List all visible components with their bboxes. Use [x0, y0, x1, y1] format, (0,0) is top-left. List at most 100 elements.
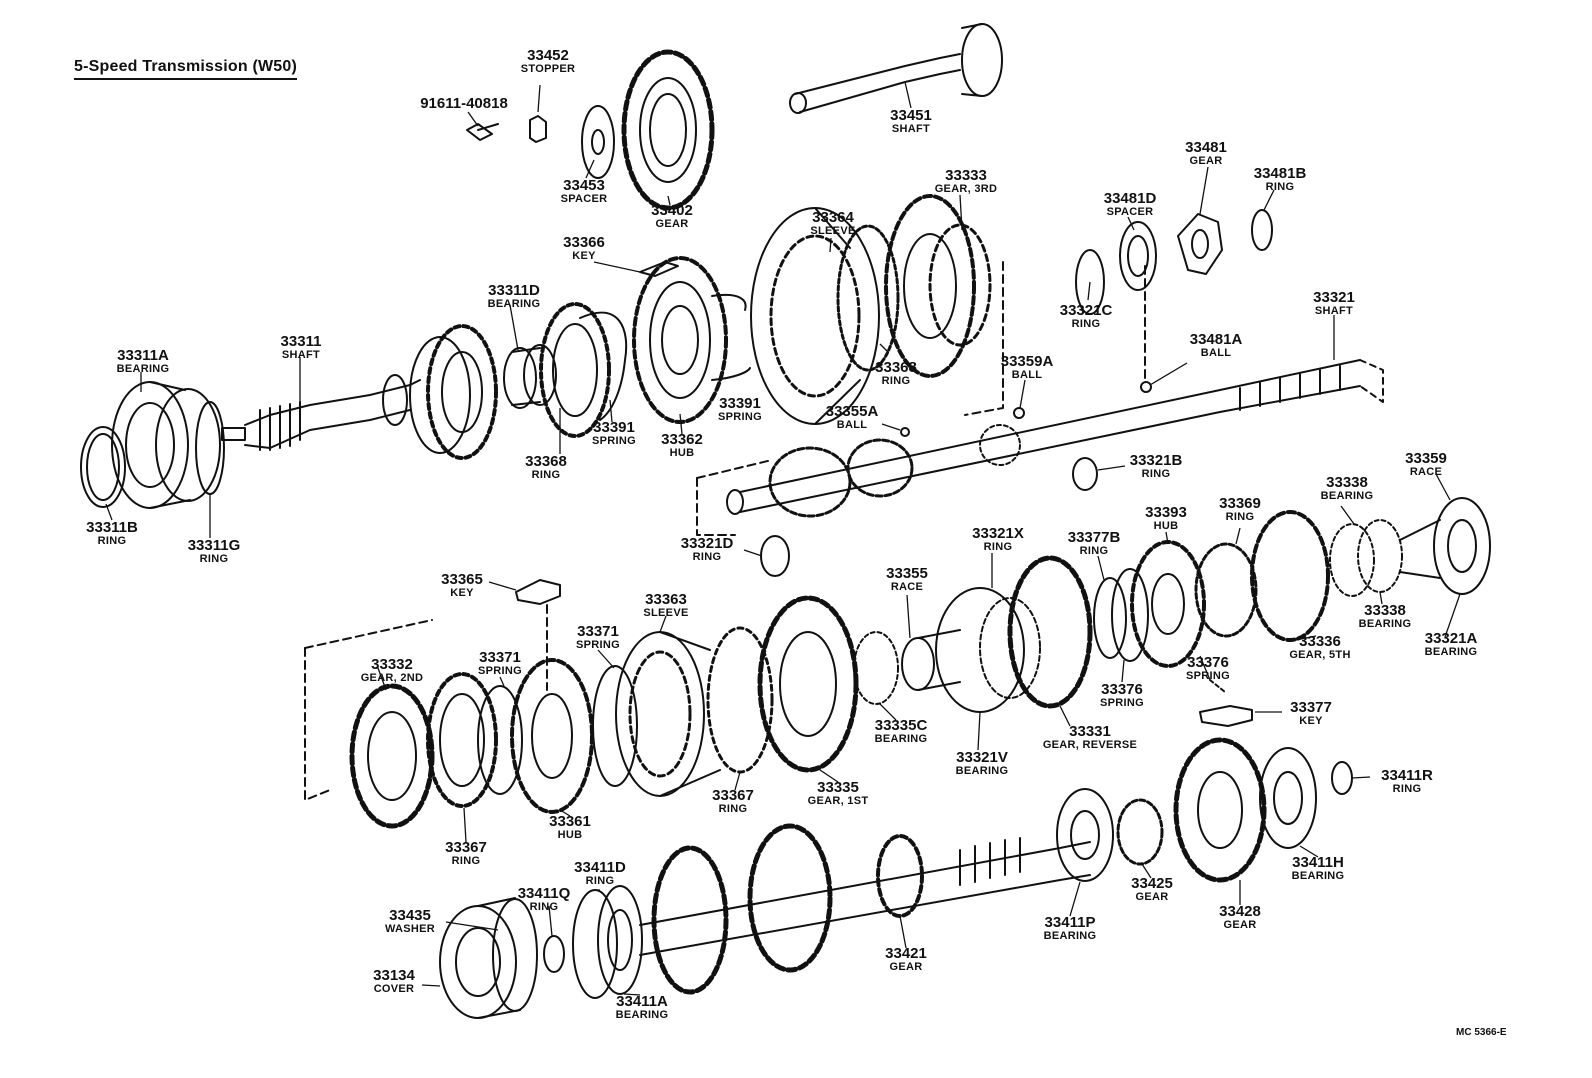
- callout-33331: 33331 GEAR, REVERSE: [1043, 724, 1137, 751]
- part-name: RING: [881, 375, 911, 387]
- callout-33134: 33134 COVER: [373, 968, 415, 995]
- callout-33338-upper: 33338 BEARING: [1321, 475, 1374, 502]
- part-name: SPRING: [592, 435, 636, 447]
- callout-33366: 33366 KEY: [563, 235, 605, 262]
- part-name: BALL: [836, 419, 868, 431]
- part-number: 33411H: [1292, 854, 1344, 871]
- part-number: 33411P: [1044, 914, 1096, 931]
- part-number: 33365: [441, 571, 483, 588]
- callout-33377B: 33377B RING: [1068, 530, 1121, 557]
- part-name: RACE: [890, 581, 924, 593]
- callout-33336: 33336 GEAR, 5TH: [1289, 634, 1350, 661]
- callout-33355A: 33355A BALL: [826, 404, 879, 431]
- part-name: STOPPER: [520, 63, 576, 75]
- part-number: 33411A: [616, 993, 668, 1010]
- part-name: RING: [531, 469, 561, 481]
- part-number: 33321V: [956, 749, 1008, 766]
- callout-33365: 33365 KEY: [441, 572, 483, 599]
- part-name: HUB: [669, 447, 695, 459]
- callout-33311G: 33311G RING: [188, 538, 241, 565]
- part-number: 33361: [549, 813, 591, 830]
- part-name: GEAR: [1189, 155, 1223, 167]
- part-number: 33391: [593, 419, 635, 436]
- part-name: SHAFT: [281, 349, 321, 361]
- part-name: HUB: [557, 829, 583, 841]
- part-number: 33364: [812, 209, 854, 226]
- part-number: 33368: [525, 453, 567, 470]
- part-name: GEAR: [655, 218, 689, 230]
- callout-33481A: 33481A BALL: [1190, 332, 1243, 359]
- part-number: 33366: [563, 234, 605, 251]
- part-number: 33311G: [187, 537, 241, 554]
- part-number: 33481A: [1189, 331, 1243, 348]
- part-name: RING: [1141, 468, 1171, 480]
- part-name: RING: [529, 901, 559, 913]
- part-name: BEARING: [1358, 618, 1412, 630]
- callout-33411R: 33411R RING: [1381, 768, 1433, 795]
- part-name: RING: [1225, 511, 1255, 523]
- part-name: BEARING: [1424, 646, 1478, 658]
- output-shaft: [696, 359, 1384, 577]
- part-number: 33368: [875, 359, 917, 376]
- part-number: 33453: [563, 177, 605, 194]
- callout-33411A: 33411A BEARING: [616, 994, 669, 1021]
- part-number: 33367: [445, 839, 487, 856]
- callout-33411Q: 33411Q RING: [518, 886, 571, 913]
- callout-33321D: 33321D RING: [681, 536, 734, 563]
- callout-33311A: 33311A BEARING: [117, 348, 170, 375]
- part-name: RING: [692, 551, 722, 563]
- part-number: 33363: [645, 591, 687, 608]
- part-name: GEAR, REVERSE: [1042, 739, 1138, 751]
- part-name: RING: [199, 553, 229, 565]
- callout-33359: 33359 RACE: [1405, 451, 1447, 478]
- part-number: 33362: [661, 431, 703, 448]
- part-name: WASHER: [384, 923, 436, 935]
- part-name: RING: [1392, 783, 1422, 795]
- callout-33321V: 33321V BEARING: [956, 750, 1009, 777]
- part-name: BEARING: [487, 298, 541, 310]
- callout-33338-lower: 33338 BEARING: [1359, 603, 1412, 630]
- part-number: 33311A: [117, 347, 169, 364]
- part-name: BEARING: [116, 363, 170, 375]
- part-name: SPRING: [1100, 697, 1144, 709]
- callout-33391-left: 33391 SPRING: [592, 420, 636, 447]
- part-number: 33359A: [1000, 353, 1054, 370]
- callout-33452: 33452 STOPPER: [521, 48, 575, 75]
- callout-33376-lower: 33376 SPRING: [1100, 682, 1144, 709]
- part-name: SHAFT: [1314, 305, 1354, 317]
- counter-drive-group: [466, 23, 1273, 437]
- part-number: 33451: [890, 107, 932, 124]
- part-number: 33411R: [1381, 767, 1433, 784]
- part-name: BEARING: [615, 1009, 669, 1021]
- part-number: 33367: [712, 787, 754, 804]
- part-number: 33359: [1405, 450, 1447, 467]
- part-name: RING: [983, 541, 1013, 553]
- part-number: 33134: [373, 967, 415, 984]
- part-name: SLEEVE: [643, 607, 689, 619]
- callout-33367-right: 33367 RING: [712, 788, 754, 815]
- part-name: BEARING: [1291, 870, 1345, 882]
- counter-shaft-assembly: [439, 737, 1353, 1019]
- part-number: 33376: [1101, 681, 1143, 698]
- part-name: SPRING: [1186, 670, 1230, 682]
- part-number: 33336: [1299, 633, 1341, 650]
- callout-33411H: 33411H BEARING: [1292, 855, 1345, 882]
- part-number: 33421: [885, 945, 927, 962]
- part-number: 33481B: [1253, 165, 1307, 182]
- part-number: 33481: [1185, 139, 1227, 156]
- callout-33311B: 33311B RING: [86, 520, 138, 547]
- part-name: RING: [451, 855, 481, 867]
- part-name: RING: [718, 803, 748, 815]
- callout-33311: 33311 SHAFT: [281, 334, 322, 361]
- part-name: GEAR, 1ST: [807, 795, 869, 807]
- callout-33411P: 33411P BEARING: [1044, 915, 1097, 942]
- callout-33402: 33402 GEAR: [651, 203, 693, 230]
- diagram-title: 5-Speed Transmission (W50): [74, 58, 298, 80]
- part-name: RACE: [1409, 466, 1443, 478]
- part-number: 33321A: [1424, 630, 1478, 647]
- callout-33391-right: 33391 SPRING: [718, 396, 762, 423]
- part-number: 33338: [1326, 474, 1368, 491]
- part-name: KEY: [572, 250, 596, 262]
- callout-33362: 33362 HUB: [661, 432, 703, 459]
